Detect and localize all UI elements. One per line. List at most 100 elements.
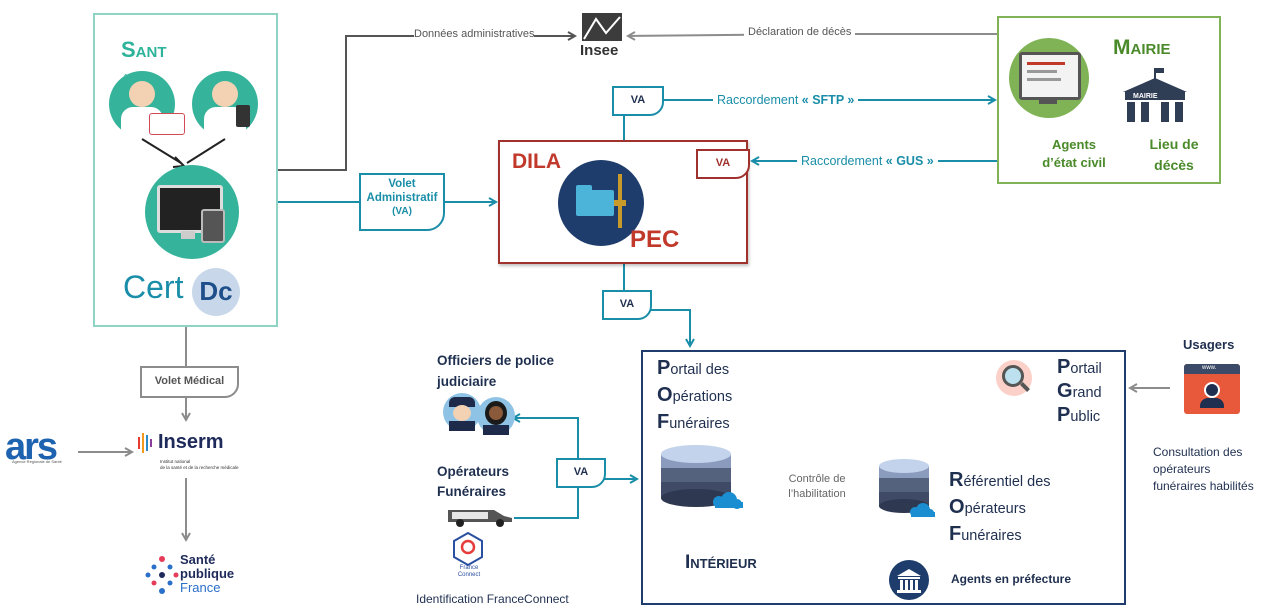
identification-franceconnect: Identification FranceConnect [416, 592, 569, 606]
interieur-title: Intérieur [685, 552, 757, 574]
fc-line1: France [459, 565, 479, 571]
mairie-building-label: MAIRIE [1133, 93, 1158, 100]
doctor-icon [109, 71, 185, 137]
pof-rest3: unéraires [669, 416, 730, 432]
spf-line1: Santé [180, 552, 216, 567]
pgp-cap1: P [1057, 356, 1071, 378]
consult-line1: Consultation des [1153, 445, 1243, 459]
computer-icon [145, 165, 239, 259]
interieur-box: Portail des Opérations Funéraires Contrô… [641, 350, 1126, 605]
rof-cap1: R [949, 469, 964, 491]
pgp-rest2: rand [1072, 385, 1102, 401]
pec-title: PEC [630, 226, 680, 253]
police-officer-2-icon [477, 397, 515, 435]
pof-cap3: F [657, 411, 670, 433]
va-doc-operateurs: VA [556, 458, 606, 488]
sante-title: Sant [121, 37, 167, 63]
opj-line1: Officiers de police [437, 353, 555, 368]
pgp-title: Portail Grand Public [1057, 356, 1102, 428]
label-raccordement-gus: Raccordement [801, 154, 883, 168]
operateurs-title: Opérateurs Funéraires [437, 462, 509, 502]
mairie-box: Mairie MAIRIE Agents d’état civil Lieu d… [997, 16, 1221, 184]
rof-rest1: éférentiel des [963, 474, 1051, 490]
agents-line2: d’état civil [1042, 155, 1106, 170]
certdc-dc: Dc [192, 268, 240, 316]
fc-line2: Connect [457, 572, 481, 578]
rof-cap2: O [949, 496, 965, 518]
pgp-search-icon [996, 360, 1032, 396]
label-declaration-deces: Déclaration de décès [744, 26, 856, 38]
lieu-line1: Lieu de [1149, 136, 1199, 152]
label-gus: Raccordement « GUS » [797, 154, 938, 168]
inserm-logo: Inserm [158, 431, 224, 453]
va-doc-pec: VA [696, 149, 750, 179]
browser-url: www. [1202, 365, 1217, 371]
flow-dila-interieur [623, 264, 690, 346]
consult-line2: opérateurs [1153, 462, 1211, 476]
civil-agent-computer-icon [1009, 38, 1089, 118]
police-officer-icon [443, 393, 481, 431]
ars-logo: ars [5, 428, 58, 466]
inserm-subtitle: Institut national de la santé et de la r… [160, 459, 239, 471]
va-doc-sftp: VA [612, 86, 664, 116]
consultation-operateurs: Consultation des opérateurs funéraires h… [1153, 444, 1254, 495]
opj-line2: judiciaire [437, 374, 497, 389]
insee-label: Insee [580, 42, 619, 59]
rof-cap3: F [949, 523, 962, 545]
rof-rest3: unéraires [961, 528, 1022, 544]
controle-line1: Contrôle de [788, 473, 846, 485]
inserm-mark-icon [138, 433, 152, 453]
mairie-title: Mairie [1113, 36, 1171, 60]
usager-browser-icon: www. [1184, 364, 1240, 414]
rof-database-icon [879, 459, 935, 517]
va-doc-interieur: VA [602, 290, 652, 320]
inserm-sub2: de la santé et de la recherche médicale [160, 465, 239, 470]
operateurs-line2: Funéraires [437, 484, 507, 499]
pgp-rest3: ublic [1070, 409, 1101, 425]
inserm-sub1: Institut national [160, 459, 191, 464]
certdc-logo: Cert [123, 269, 183, 306]
controle-habilitation: Contrôle de l’habilitation [777, 472, 857, 502]
spf-line2: publique [180, 566, 235, 581]
certdc-cert: Cert [123, 269, 184, 305]
doctor-tablet-icon [192, 71, 258, 137]
hearse-icon [448, 510, 512, 527]
interieur-title-text: Intérieur [685, 552, 757, 573]
franceconnect-logo-icon [453, 532, 483, 566]
lieu-line2: décès [1154, 157, 1194, 173]
consult-line3: funéraires habilités [1153, 479, 1254, 493]
flow-operateurs-pof [514, 479, 637, 519]
pof-cap2: O [657, 384, 673, 406]
controle-line2: l’habilitation [788, 488, 846, 500]
pof-database-icon [661, 445, 743, 509]
pgp-cap2: G [1057, 380, 1073, 402]
dila-box: DILA PEC VA [498, 140, 750, 264]
pof-rest2: pérations [672, 389, 733, 405]
pof-cap1: P [657, 357, 671, 379]
agents-prefecture: Agents en préfecture [951, 572, 1072, 586]
volet-administratif-doc: Volet Administratif (VA) [359, 173, 445, 231]
label-sftp-proto: « SFTP » [801, 93, 855, 107]
volet-line3: (VA) [392, 206, 412, 217]
agents-line1: Agents [1051, 137, 1097, 152]
operateurs-line1: Opérateurs [437, 464, 510, 479]
label-gus-proto: « GUS » [885, 154, 934, 168]
volet-line1: Volet [388, 178, 416, 190]
insee-logo-mark [582, 13, 622, 41]
volet-line2: Administratif [366, 192, 438, 204]
volet-medical-doc: Volet Médical [140, 366, 239, 398]
spf-logo: Santé publique France [180, 553, 234, 595]
spf-logo-icon [145, 556, 179, 594]
agents-etat-civil: Agents d’état civil [1019, 136, 1129, 172]
rof-rest2: pérateurs [964, 501, 1026, 517]
spf-line3: France [180, 580, 221, 595]
franceconnect-label: France Connect [452, 565, 486, 579]
ars-subtitle: Agence Régionale de Santé [12, 459, 62, 464]
sante-title-text: Sant [121, 37, 167, 62]
lieu-deces: Lieu de décès [1129, 134, 1219, 176]
pgp-cap3: P [1057, 404, 1071, 426]
mairie-title-text: Mairie [1113, 36, 1171, 59]
opj-title: Officiers de police judiciaire [437, 350, 554, 392]
sante-box: Sant é Cert Dc [93, 13, 278, 327]
label-raccordement: Raccordement [717, 93, 799, 107]
